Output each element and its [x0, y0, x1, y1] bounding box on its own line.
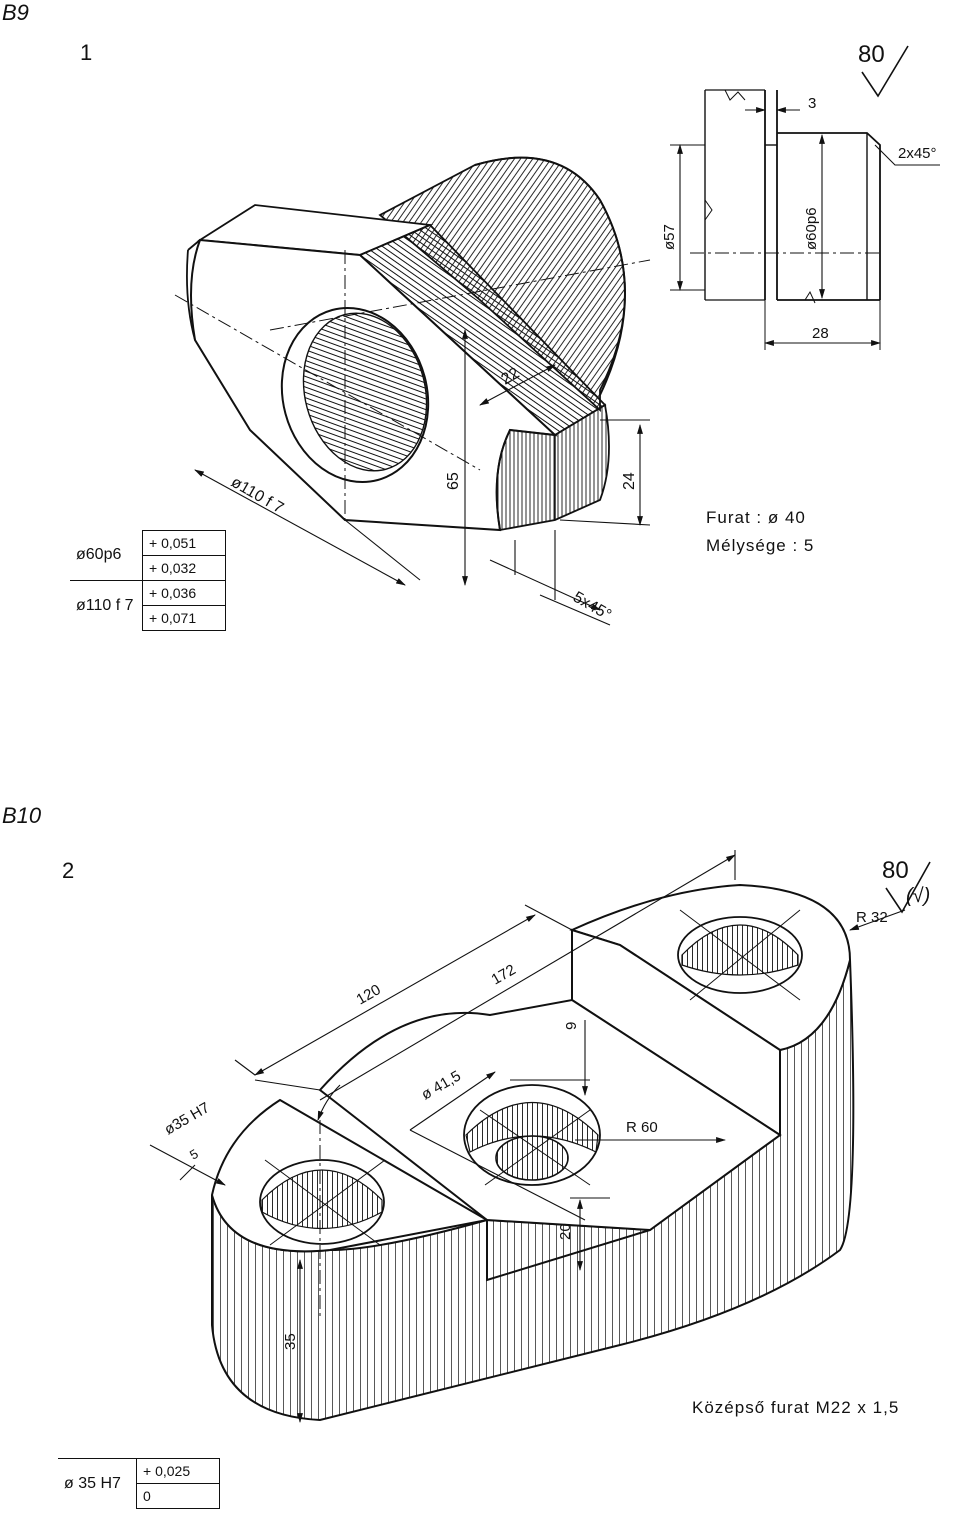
b9-note-line2: Mélysége : 5	[706, 536, 815, 555]
dim-20: 20	[557, 1223, 574, 1240]
drawing-number-1: 1	[80, 40, 93, 65]
dim-d57: ø57	[661, 224, 678, 250]
dim-9: 9	[563, 1022, 580, 1030]
surface-finish-symbol: 80	[858, 41, 909, 98]
surface-finish-value: 80	[882, 857, 909, 884]
surface-finish-symbol: 80 (√)	[882, 857, 931, 914]
bore-hole	[280, 306, 430, 484]
b9-tolerance-table: ø60p6 + 0,051 + 0,032 ø110 f 7 + 0,036 +…	[70, 530, 226, 631]
dim-3: 3	[808, 95, 816, 112]
dim-28: 28	[812, 325, 829, 342]
section-label-b9: B9	[2, 0, 29, 25]
surface-finish-extra: (√)	[906, 885, 930, 907]
b10-drawing: 80 (√)	[149, 850, 931, 1423]
b10-center-lines	[264, 909, 801, 1320]
dim-22: 22	[499, 365, 523, 389]
tol-lower: + 0,032	[142, 555, 226, 581]
surface-finish-value: 80	[858, 41, 885, 68]
b10-tolerance-table: ø 35 H7 + 0,025 0	[58, 1458, 220, 1509]
tol-label: ø 35 H7	[58, 1458, 137, 1509]
table-row: ø60p6 + 0,051	[70, 530, 226, 581]
dim-35: 35	[282, 1333, 299, 1350]
part-side-wall	[211, 959, 855, 1422]
dim-172: 172	[489, 961, 519, 988]
dim-d60: ø60p6	[803, 207, 820, 250]
b10-dimension-lines	[149, 850, 906, 1423]
dim-r60: R 60	[626, 1119, 658, 1136]
dim-65: 65	[445, 472, 462, 490]
table-row: ø110 f 7 + 0,036	[70, 580, 226, 614]
dim-chamfer-2x45: 2x45°	[898, 145, 937, 162]
tol-lower: 0	[136, 1483, 220, 1509]
dim-5: 5	[187, 1146, 201, 1163]
table-row: 0	[58, 1483, 220, 1509]
tol-upper: + 0,025	[136, 1458, 220, 1484]
table-row: ø 35 H7 + 0,025	[58, 1458, 220, 1509]
tol-upper: + 0,036	[142, 580, 226, 606]
tol-lower: + 0,071	[142, 605, 226, 631]
dim-24: 24	[621, 472, 638, 490]
b9-drawing: 80	[174, 41, 940, 626]
tol-upper: + 0,051	[142, 530, 226, 556]
section-label-b10: B10	[2, 803, 42, 828]
dim-d35h7: ø35 H7	[162, 1099, 213, 1138]
detail-view	[670, 89, 940, 350]
cylinder-body	[378, 156, 626, 413]
tol-label: ø60p6	[70, 530, 143, 581]
dim-chamfer: 5x45°	[570, 589, 614, 624]
drawing-number-2: 2	[62, 858, 75, 883]
dim-d110: ø110 f 7	[228, 474, 286, 518]
table-row: + 0,032	[70, 555, 226, 581]
dim-r32: R 32	[856, 909, 888, 926]
tol-label: ø110 f 7	[76, 596, 134, 614]
b9-note-line1: Furat : ø 40	[706, 508, 806, 527]
center-counterbore	[463, 1084, 601, 1186]
b10-note: Középső furat M22 x 1,5	[692, 1398, 900, 1417]
b9-dimension-lines	[194, 329, 651, 626]
table-row: + 0,071	[70, 605, 226, 631]
